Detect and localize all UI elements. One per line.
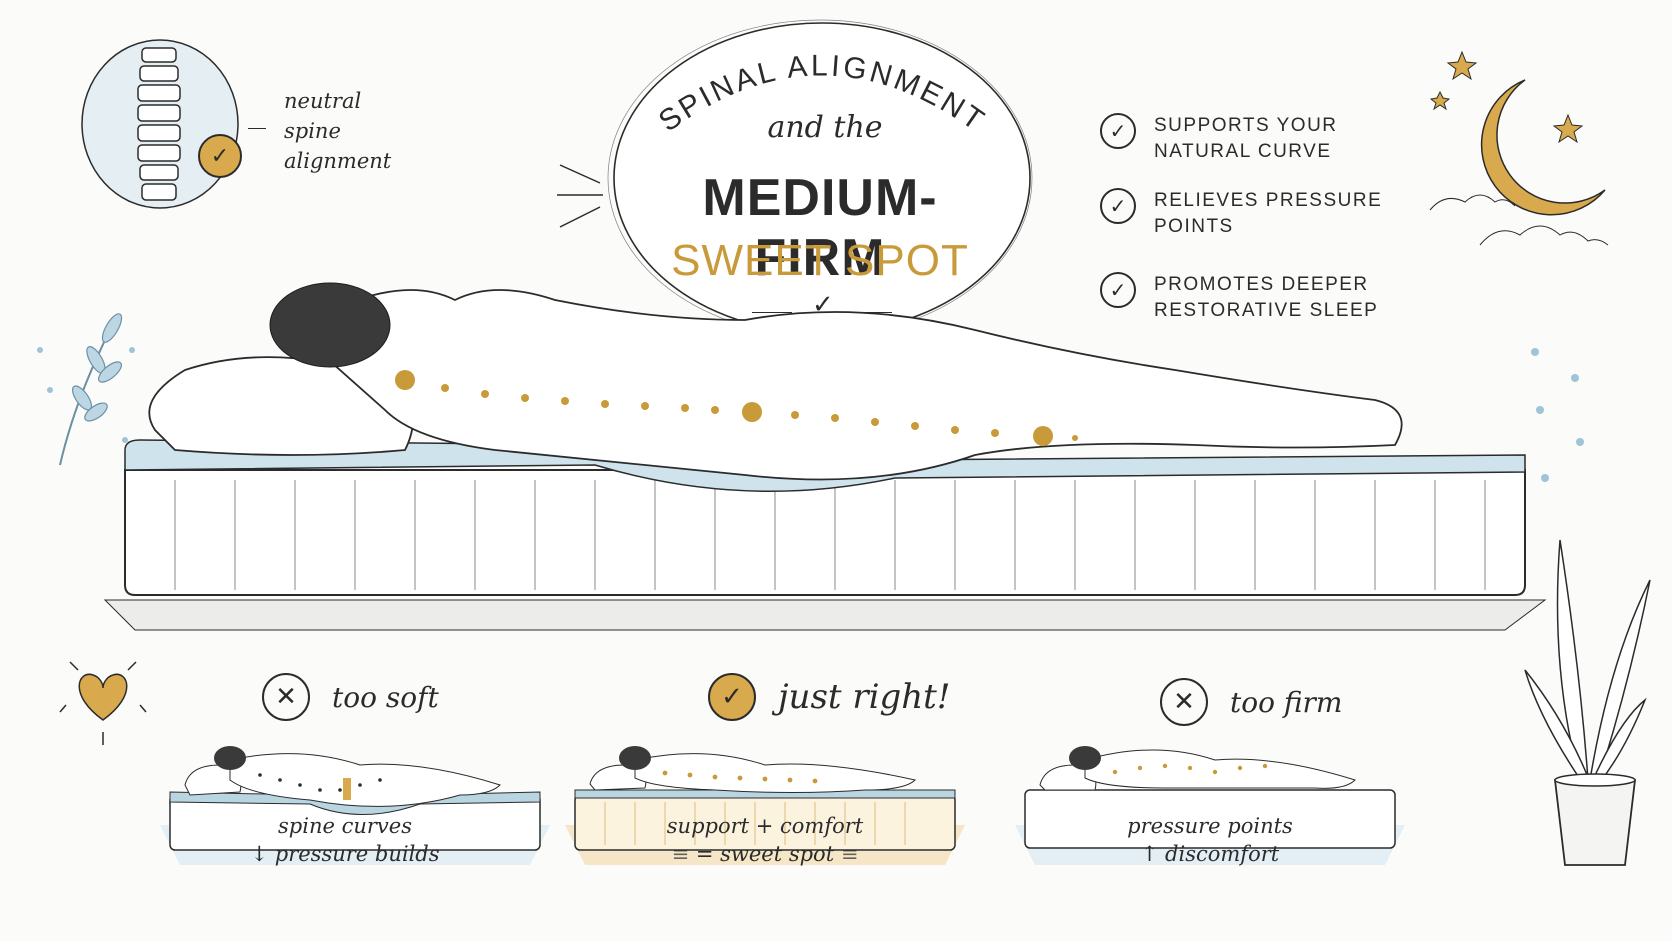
leaf-icon	[37, 313, 135, 466]
caption-too-soft: spine curves ↓ pressure builds	[195, 812, 495, 868]
divider	[752, 312, 792, 313]
check-icon: ✓	[1100, 113, 1136, 149]
verdict-label: too firm	[1230, 685, 1343, 719]
spine-note-line: spine	[284, 119, 341, 143]
benefit-line: Relieves pressure	[1154, 190, 1383, 211]
heart-icon	[59, 661, 147, 745]
x-icon: ✕	[1160, 678, 1208, 726]
benefit-item: ✓ Supports your natural curve	[1100, 113, 1338, 165]
verdict-too-soft: ✕ too soft	[262, 673, 439, 721]
benefit-line: restorative sleep	[1154, 300, 1379, 321]
mini-too-soft	[160, 746, 550, 865]
plant-pot	[1553, 779, 1637, 866]
benefit-line: Supports your	[1154, 115, 1338, 136]
spine-note: neutral spine alignment	[284, 86, 391, 176]
benefit-line: natural curve	[1154, 141, 1332, 162]
sleeper-hair	[269, 282, 391, 368]
caption-too-firm: pressure points ↑ discomfort	[1060, 812, 1360, 868]
check-icon: ✓	[708, 673, 756, 721]
title-main: MEDIUM-FIRM	[702, 169, 938, 287]
title-circle: SPINAL ALIGNMENT	[607, 19, 1033, 337]
caption-just-right: support + comfort ≡ = sweet spot ≡	[615, 812, 915, 868]
benefit-item: ✓ Relieves pressure points	[1100, 188, 1382, 240]
cloud-icon	[1429, 194, 1609, 246]
spine-icon	[81, 39, 239, 209]
benefit-line: points	[1154, 216, 1234, 237]
night-sky	[1429, 50, 1609, 246]
main-illustration	[103, 282, 1547, 631]
benefit-line: Promotes deeper	[1154, 274, 1369, 295]
plant-icon	[1524, 539, 1651, 866]
caption-deco: ≡	[671, 842, 696, 866]
title-connector: and the	[730, 110, 920, 145]
caption-line: support + comfort	[666, 814, 864, 838]
burst-lines	[557, 164, 603, 228]
verdict-label: just right!	[778, 677, 951, 717]
caption-line: ↑ discomfort	[1140, 842, 1280, 866]
benefit-item: ✓ Promotes deeper restorative sleep	[1100, 272, 1378, 324]
star-icon	[1429, 50, 1584, 144]
check-icon: ✓	[1100, 272, 1136, 308]
mini-just-right	[565, 746, 965, 865]
caption-deco: ≡	[834, 842, 859, 866]
verdict-just-right: ✓ just right!	[708, 673, 950, 721]
pointer-line	[248, 128, 266, 129]
benefit-text: Supports your natural curve	[1154, 113, 1338, 165]
caption-line: ↓ pressure builds	[250, 842, 440, 866]
verdict-too-firm: ✕ too firm	[1160, 678, 1342, 726]
caption-line: pressure points	[1127, 814, 1293, 838]
caption-text: = sweet spot	[695, 842, 835, 866]
verdict-label: too soft	[332, 680, 439, 714]
spine-badge: ✓	[80, 38, 242, 210]
title-connector-text: and the	[767, 110, 883, 145]
check-icon: ✓	[1100, 188, 1136, 224]
check-icon: ✓	[198, 134, 242, 178]
benefit-text: Promotes deeper restorative sleep	[1154, 272, 1378, 324]
decor-dots	[1531, 348, 1584, 482]
mini-too-firm	[1015, 746, 1405, 865]
moon-icon	[1480, 79, 1606, 216]
title-accent: SWEET SPOT	[671, 236, 969, 285]
spine-note-line: neutral	[284, 89, 362, 113]
x-icon: ✕	[262, 673, 310, 721]
spine-note-line: alignment	[284, 149, 392, 173]
sleeper-body	[293, 289, 1403, 481]
caption-line: ≡ = sweet spot ≡	[615, 840, 915, 868]
benefit-text: Relieves pressure points	[1154, 188, 1382, 240]
caption-line: spine curves	[278, 814, 412, 838]
